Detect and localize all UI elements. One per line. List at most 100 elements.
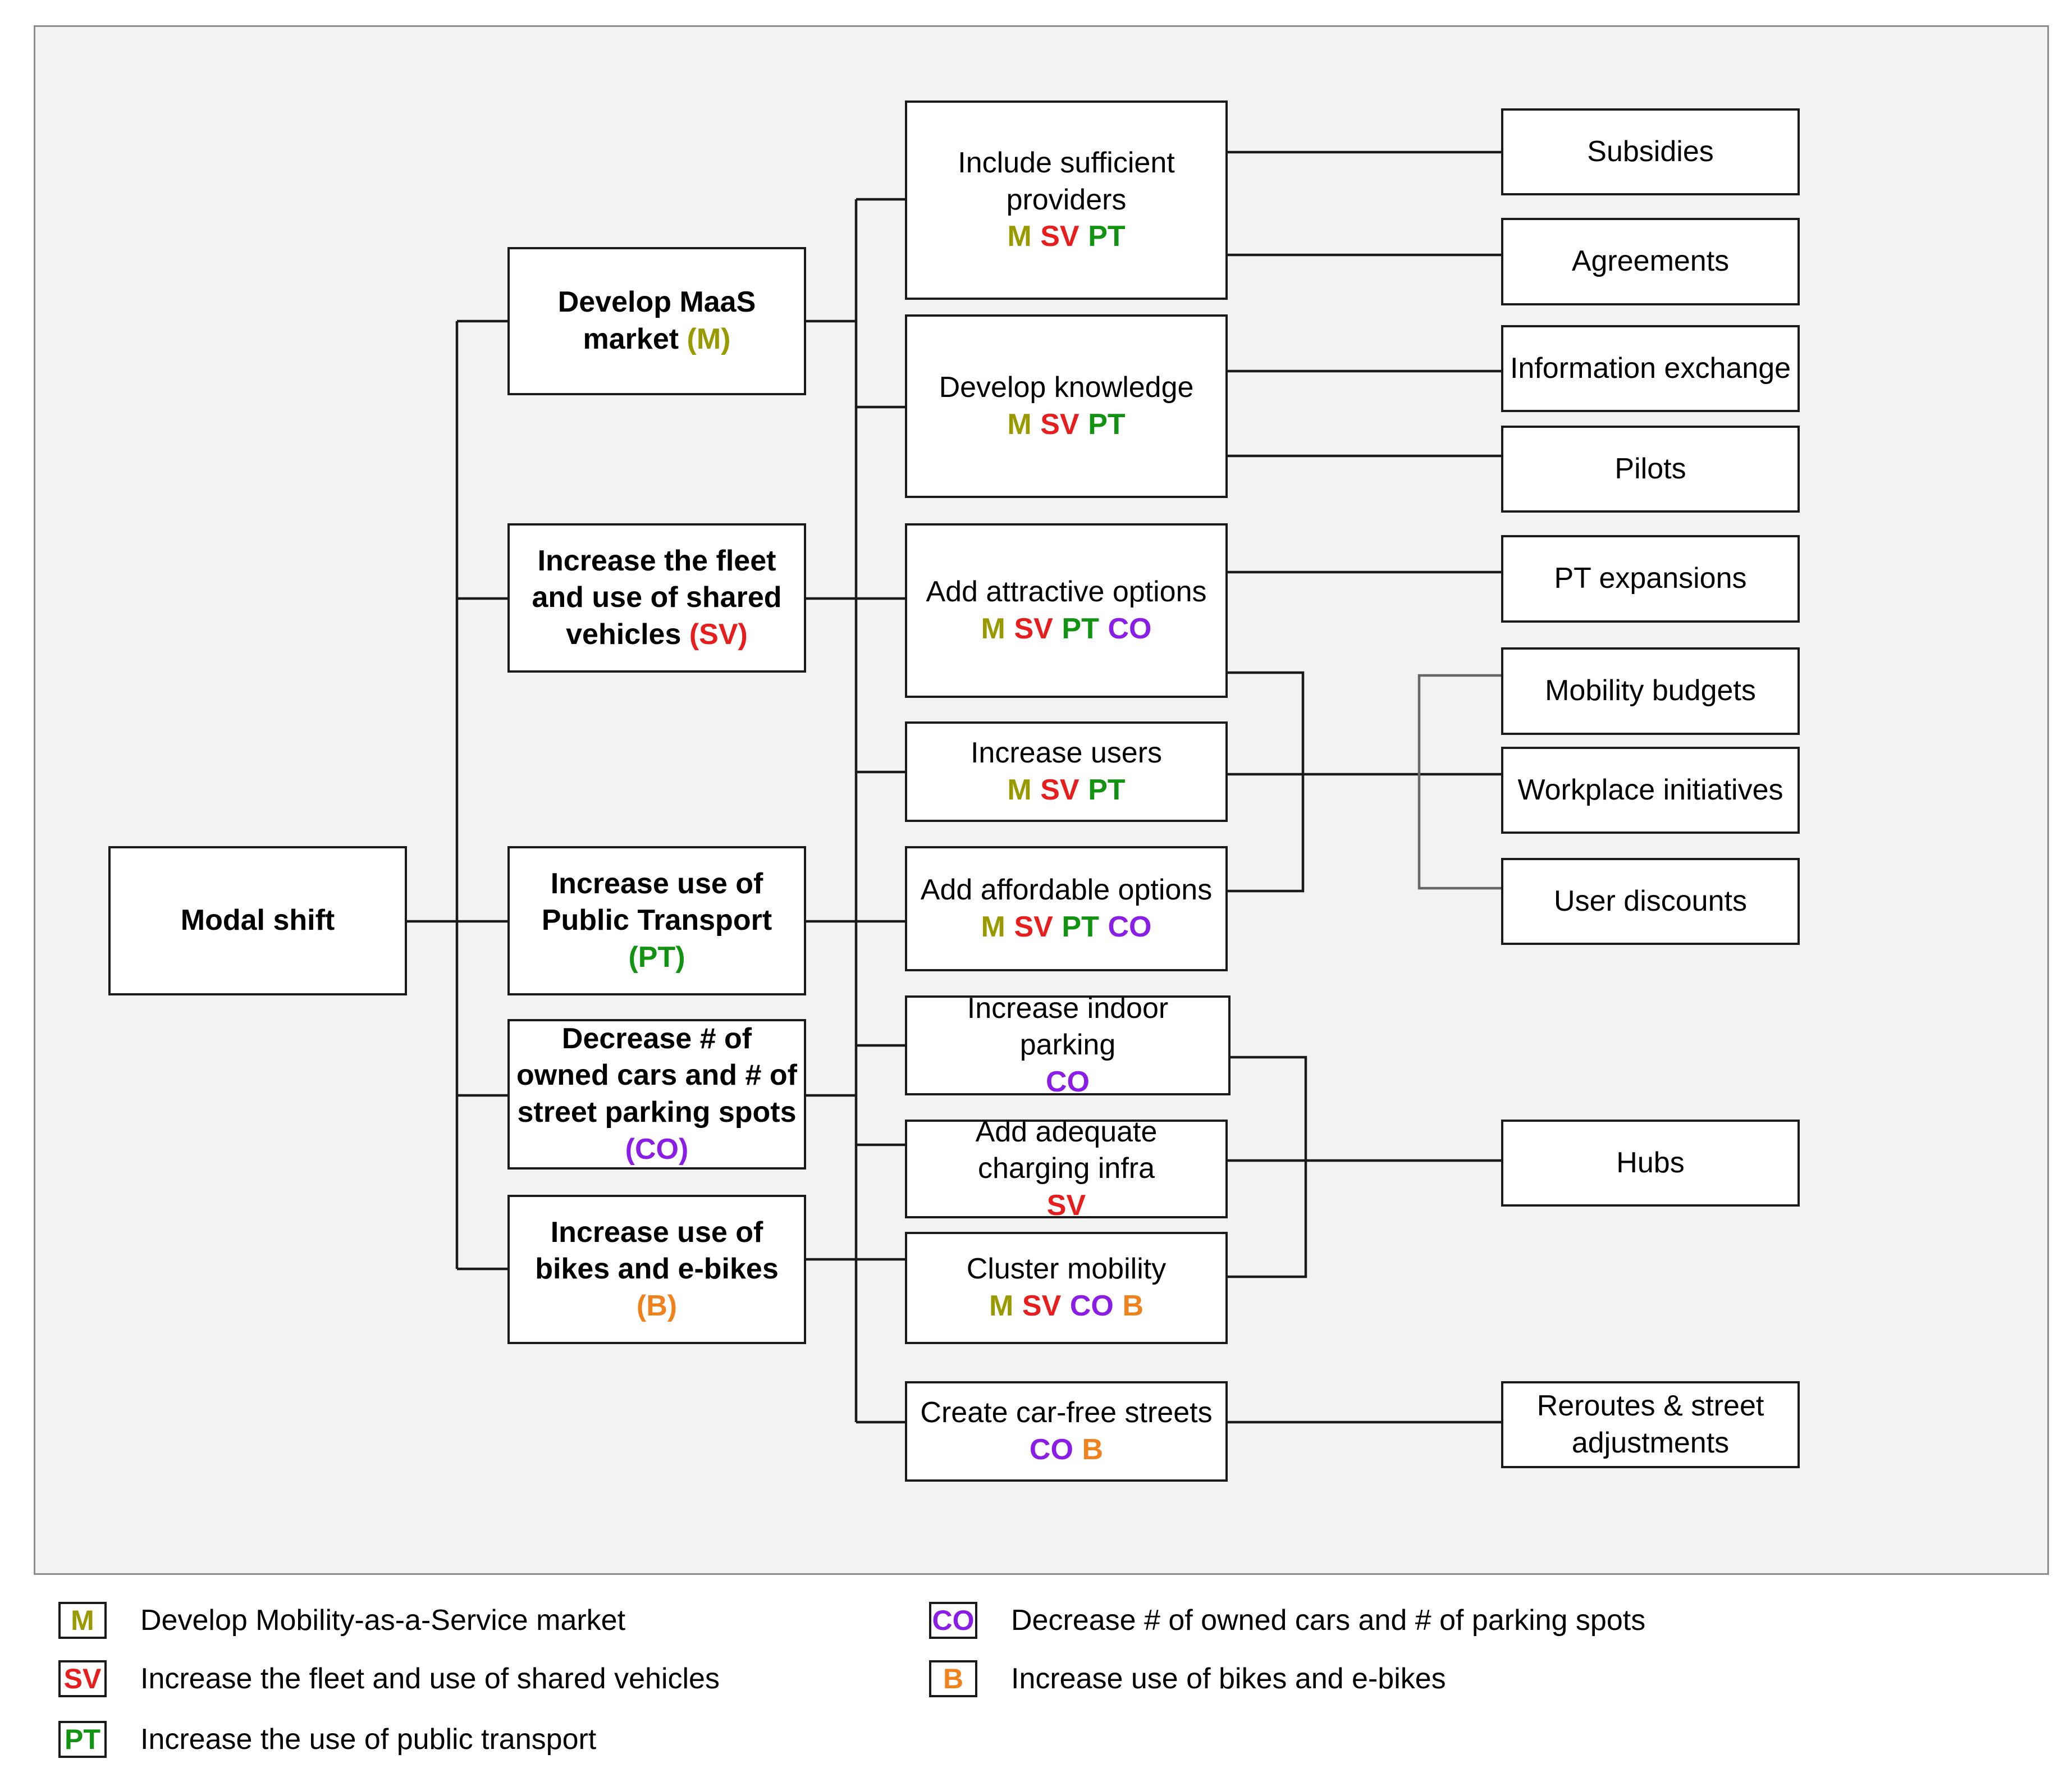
goal-node-co: Decrease # of owned cars and # of street p… <box>507 1019 806 1170</box>
instrument-label-line: PT expansions <box>1554 562 1747 595</box>
goal-code-tag: CO <box>1108 612 1152 645</box>
goal-code-tag: SV <box>1040 773 1080 806</box>
goal-tag: (PT) <box>628 940 685 974</box>
measure-label-line: Add attractive options <box>926 575 1207 608</box>
goal-code-tag: B <box>1122 1290 1144 1322</box>
legend-label: Increase the fleet and use of shared veh… <box>140 1662 720 1695</box>
goal-code-tag: CO <box>1108 910 1152 943</box>
goal-node-sv: Increase the fleet and use of shared vehic… <box>507 523 806 673</box>
instrument-label-line: Subsidies <box>1587 135 1714 168</box>
goal-label-line: and use of shared <box>532 581 782 614</box>
goal-label-line: Increase use of <box>550 1216 763 1249</box>
measure-label-line: Increase users <box>970 736 1163 769</box>
goal-code-tag: SV <box>1040 220 1080 253</box>
measure-label-line: Add adequate <box>975 1115 1158 1148</box>
instrument-label-line: adjustments <box>1571 1426 1730 1459</box>
instrument-label-line: Pilots <box>1614 452 1686 485</box>
instrument-node-user-discounts: User discounts <box>1501 858 1800 945</box>
goal-label-line: owned cars and # of <box>516 1059 797 1092</box>
goal-tag: (SV) <box>689 618 748 651</box>
goal-label-line: Increase use of <box>550 867 763 900</box>
goal-code-tag: M <box>1007 408 1032 441</box>
goal-label-line: Increase the fleet <box>537 544 776 577</box>
goal-node-pt: Increase use of Public Transport(PT) <box>507 846 806 995</box>
instrument-node-subsidies: Subsidies <box>1501 108 1800 195</box>
instrument-label-line: User discounts <box>1554 884 1747 917</box>
instrument-node-information-exchange: Information exchange <box>1501 325 1800 412</box>
goal-code-tag: SV <box>1040 408 1080 441</box>
instrument-node-agreements: Agreements <box>1501 218 1800 305</box>
instrument-node-pilots: Pilots <box>1501 426 1800 513</box>
goal-code-tag: CO <box>1029 1433 1073 1466</box>
link-hubs-bracket <box>1228 1056 1307 1278</box>
legend-label: Increase the use of public transport <box>140 1723 597 1756</box>
measure-label-line: providers <box>1006 183 1127 216</box>
link-options-bracket <box>1228 671 1305 893</box>
goal-code-tag: M <box>1007 220 1032 253</box>
legend-code-box: SV <box>58 1660 107 1697</box>
legend-label: Decrease # of owned cars and # of parkin… <box>1011 1604 1646 1637</box>
instrument-node-mobility-budgets: Mobility budgets <box>1501 647 1800 735</box>
instrument-node-workplace-initiatives: Workplace initiatives <box>1501 747 1800 834</box>
goal-label-line: market (M) <box>583 323 731 355</box>
measure-label-line: Cluster mobility <box>966 1253 1167 1286</box>
goal-tag: (CO) <box>625 1132 689 1166</box>
goal-label-line: Public Transport <box>541 904 772 937</box>
goal-code-tag: M <box>981 612 1005 645</box>
measure-label-line: Increase indoor <box>967 992 1169 1025</box>
instrument-node-pt-expansions: PT expansions <box>1501 535 1800 623</box>
legend-item: PT Increase the use of public transport <box>58 1720 596 1759</box>
goal-code-tag: CO <box>1069 1290 1114 1322</box>
measure-label-line: Add affordable options <box>920 873 1213 906</box>
goal-code-tag: SV <box>1046 1189 1086 1222</box>
goal-code-tag: SV <box>1014 612 1053 645</box>
goal-label-line: street parking spots <box>517 1096 797 1129</box>
legend-item: SV Increase the fleet and use of shared v… <box>58 1659 720 1698</box>
goal-code-tag: PT <box>1088 220 1126 253</box>
goal-code-tag: M <box>989 1290 1014 1322</box>
goal-code-tag: M <box>1007 773 1032 806</box>
goal-code-tag: SV <box>1014 910 1053 943</box>
measure-label-line: charging infra SV <box>978 1150 1155 1224</box>
instrument-label-line: Workplace initiatives <box>1517 773 1783 806</box>
goal-code-tag: M <box>981 910 1005 943</box>
link-user-instruments-bracket <box>1417 674 1501 890</box>
legend-code-box: PT <box>58 1721 107 1758</box>
goal-code-tag: SV <box>1022 1290 1062 1322</box>
goal-label-line: Decrease # of <box>561 1022 752 1055</box>
instrument-label-line: Agreements <box>1571 245 1730 278</box>
measure-label-line: parking CO <box>1020 1027 1116 1100</box>
measure-label-line: Include sufficient <box>958 147 1175 180</box>
legend-label: Increase use of bikes and e-bikes <box>1011 1662 1446 1695</box>
measure-label-line: Create car-free streets <box>920 1396 1213 1429</box>
instrument-label-line: Information exchange <box>1510 351 1791 385</box>
instrument-node-hubs: Hubs <box>1501 1120 1800 1207</box>
root-label: Modal shift <box>180 904 335 937</box>
instrument-label-line: Hubs <box>1616 1146 1685 1179</box>
instrument-label-line: Reroutes & street <box>1536 1389 1764 1422</box>
goal-label-line: vehicles (SV) <box>566 618 748 651</box>
goal-tag: (B) <box>636 1289 678 1322</box>
